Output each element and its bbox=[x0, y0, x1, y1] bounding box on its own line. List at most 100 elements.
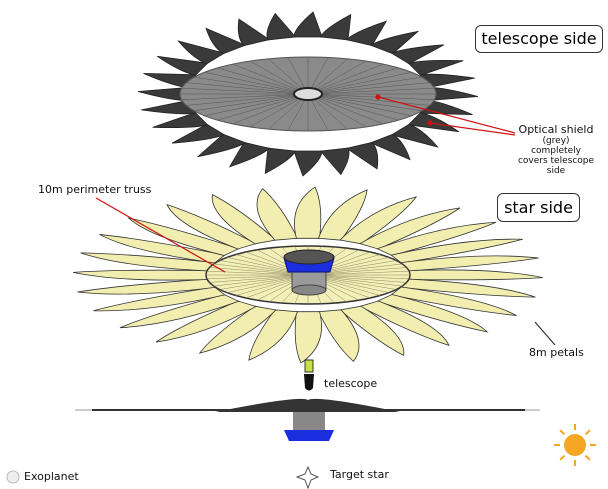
spoke bbox=[307, 93, 430, 106]
spoke bbox=[307, 63, 384, 95]
petal bbox=[293, 11, 323, 38]
petal bbox=[196, 133, 247, 158]
note-line: covers telescope bbox=[517, 156, 595, 166]
petal bbox=[345, 141, 379, 170]
petal bbox=[248, 309, 299, 361]
spoke bbox=[307, 72, 412, 95]
telescope-icon bbox=[304, 359, 314, 391]
petal bbox=[358, 300, 450, 347]
spoke bbox=[186, 82, 309, 95]
petal bbox=[390, 286, 517, 316]
petal bbox=[317, 189, 368, 241]
petal bbox=[80, 252, 216, 272]
petal bbox=[155, 300, 257, 343]
telescope-side-petals bbox=[137, 11, 479, 177]
spoke bbox=[307, 93, 367, 128]
note-line: completely bbox=[531, 146, 581, 156]
petal bbox=[156, 55, 209, 76]
petal bbox=[177, 40, 226, 65]
petal bbox=[73, 269, 211, 281]
spoke bbox=[307, 76, 423, 95]
petal bbox=[390, 44, 445, 65]
petal bbox=[127, 217, 240, 256]
spoke bbox=[307, 67, 399, 95]
petal bbox=[171, 123, 226, 144]
spoke bbox=[181, 93, 309, 101]
optical-shield-note: Optical shield (grey) completely covers … bbox=[496, 123, 608, 176]
petal bbox=[317, 309, 360, 362]
spoke bbox=[204, 72, 309, 95]
petal bbox=[228, 141, 271, 168]
petals-label: 8m petals bbox=[529, 346, 584, 359]
petal bbox=[376, 294, 489, 333]
petal bbox=[266, 12, 297, 41]
sun-disc bbox=[564, 434, 586, 456]
petal bbox=[293, 150, 323, 177]
petal bbox=[359, 207, 461, 250]
spoke bbox=[232, 63, 309, 95]
spoke bbox=[193, 76, 309, 95]
petal bbox=[152, 112, 209, 129]
spoke bbox=[232, 93, 309, 125]
petal bbox=[339, 196, 418, 245]
petal bbox=[407, 59, 464, 76]
petal bbox=[264, 147, 296, 175]
telescope-label: telescope bbox=[324, 377, 378, 390]
petal bbox=[205, 27, 247, 55]
petal bbox=[256, 188, 299, 241]
spoke bbox=[249, 93, 309, 128]
spoke bbox=[307, 93, 435, 101]
petal bbox=[369, 30, 420, 55]
petal bbox=[400, 255, 539, 272]
exoplanet-legend: Exoplanet bbox=[24, 470, 79, 483]
petal bbox=[369, 133, 411, 161]
spoke bbox=[181, 87, 309, 95]
star-side-petals bbox=[73, 186, 543, 364]
spoke bbox=[217, 67, 309, 95]
spoke bbox=[307, 93, 412, 116]
petal bbox=[320, 13, 352, 41]
petal bbox=[99, 234, 226, 264]
spoke bbox=[206, 274, 309, 280]
note-line: side bbox=[546, 166, 566, 176]
telescope-side-label: telescope side bbox=[475, 25, 603, 53]
top-hub bbox=[293, 87, 323, 101]
petal bbox=[405, 269, 543, 281]
petal bbox=[119, 294, 240, 329]
side-view-starshade bbox=[75, 398, 540, 441]
spoke bbox=[186, 93, 309, 106]
star-side-label: star side bbox=[497, 193, 580, 222]
petal bbox=[237, 18, 271, 47]
petal bbox=[390, 123, 439, 148]
spoke bbox=[193, 93, 309, 112]
sun-ray bbox=[584, 454, 591, 461]
spoke bbox=[307, 82, 430, 95]
petal bbox=[211, 193, 277, 245]
petal bbox=[345, 20, 388, 47]
sun-ray bbox=[584, 429, 591, 436]
note-line: (grey) bbox=[542, 136, 570, 146]
arrows bbox=[95, 94, 556, 346]
sun-ray bbox=[559, 429, 566, 436]
spoke bbox=[307, 93, 384, 125]
spoke bbox=[307, 93, 423, 112]
petal bbox=[407, 112, 460, 133]
central-hub bbox=[283, 249, 335, 296]
spoke bbox=[217, 93, 309, 121]
exoplanet-icon bbox=[6, 470, 20, 484]
spoke bbox=[307, 93, 399, 121]
spoke bbox=[307, 60, 367, 95]
sun-icon bbox=[554, 424, 596, 466]
petal bbox=[93, 286, 226, 312]
petal bbox=[77, 278, 216, 295]
petal bbox=[294, 311, 322, 364]
sun-ray bbox=[559, 454, 566, 461]
spoke bbox=[307, 87, 435, 95]
petal bbox=[339, 305, 405, 357]
petal bbox=[166, 203, 258, 250]
petal bbox=[294, 186, 322, 239]
target-star-icon bbox=[295, 465, 320, 489]
petal bbox=[198, 305, 277, 354]
spoke bbox=[249, 60, 309, 95]
